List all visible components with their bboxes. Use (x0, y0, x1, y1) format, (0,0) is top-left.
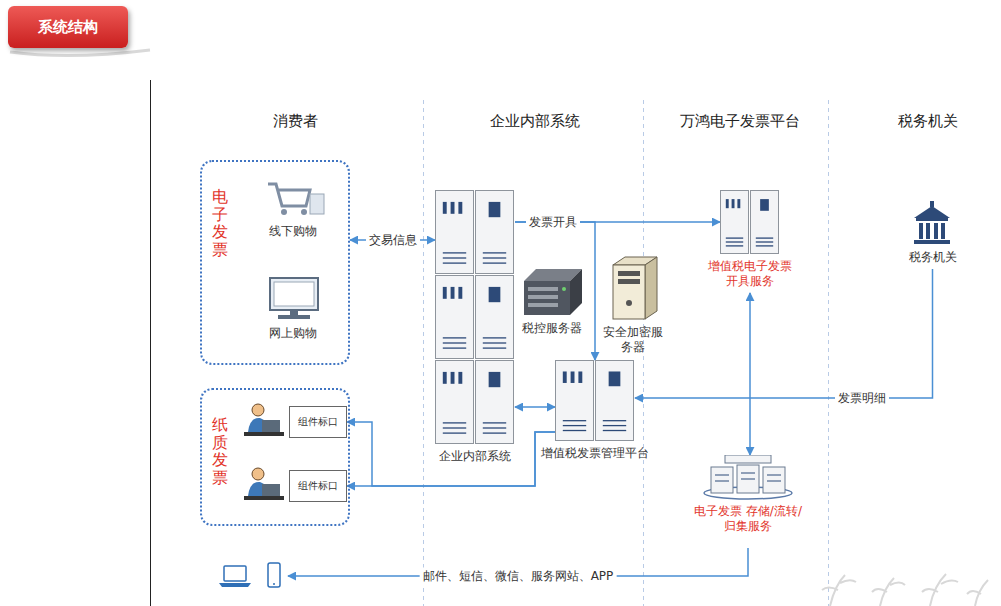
node-label: 税务机关 (903, 250, 963, 265)
node-label: 组件标口 (298, 416, 338, 429)
channel-label: 邮件、短信、微信、服务网站、APP (420, 568, 617, 585)
column-header: 消费者 (273, 112, 318, 131)
equipment-icon: 税控服务器 (520, 263, 584, 317)
icon-art (703, 455, 793, 500)
equipment-icon: 增值税电子发票开具服务 (720, 190, 780, 255)
node-label: 线下购物 (258, 224, 328, 239)
node-label: 企业内部系统 (430, 449, 520, 464)
column-header: 万鸿电子发票平台 (680, 112, 800, 131)
equipment-icon: 安全加密服务器 (605, 255, 661, 321)
icon-art (435, 190, 515, 445)
node-label: 组件标口 (298, 480, 338, 493)
group-title: 纸质发票 (212, 416, 228, 486)
icon-art (605, 255, 661, 321)
frame-lines (10, 50, 829, 606)
node-label: 增值税电子发票开具服务 (705, 259, 795, 289)
invoice-group: 电子发票线下购物网上购物 (200, 160, 350, 365)
connector-arrow (749, 293, 751, 455)
connector-arrow (515, 222, 595, 360)
icon-art (720, 190, 780, 255)
node-label: 网上购物 (258, 326, 328, 341)
icon-art (910, 200, 955, 246)
column-header: 税务机关 (898, 112, 958, 131)
equipment-icon: 增值税发票管理平台 (555, 360, 635, 442)
node-label: 安全加密服务器 (602, 325, 664, 355)
icon-art (555, 360, 635, 442)
icon-art (260, 274, 326, 322)
device-icons (219, 563, 280, 587)
icon-art (520, 263, 584, 317)
column-header: 企业内部系统 (490, 112, 580, 131)
plant-watermark (822, 574, 988, 606)
group-title: 电子发票 (212, 188, 228, 258)
equipment-icon: 网上购物 (260, 274, 326, 322)
node-label: 税控服务器 (517, 321, 587, 336)
connector-arrow (635, 269, 933, 398)
node-label: 增值税发票管理平台 (535, 446, 655, 461)
paper-invoice: 组件标口 (289, 406, 347, 438)
equipment-icon: 线下购物 (260, 174, 326, 220)
equipment-icon: 企业内部系统 (435, 190, 515, 445)
equipment-icon: 税务机关 (910, 200, 955, 246)
edge-label: 发票开具 (526, 214, 580, 231)
node-label: 电子发票 存储/流转/归集服务 (692, 504, 804, 534)
person-icon (244, 404, 284, 500)
edge-label: 交易信息 (366, 232, 420, 249)
title-badge: 系统结构 (8, 6, 128, 48)
edge-label: 发票明细 (835, 390, 889, 407)
paper-invoice: 组件标口 (289, 470, 347, 502)
equipment-icon: 电子发票 存储/流转/归集服务 (703, 455, 793, 500)
connector-arrow (515, 406, 555, 408)
icon-art (260, 174, 326, 220)
invoice-group: 纸质发票组件标口组件标口 (200, 388, 350, 526)
